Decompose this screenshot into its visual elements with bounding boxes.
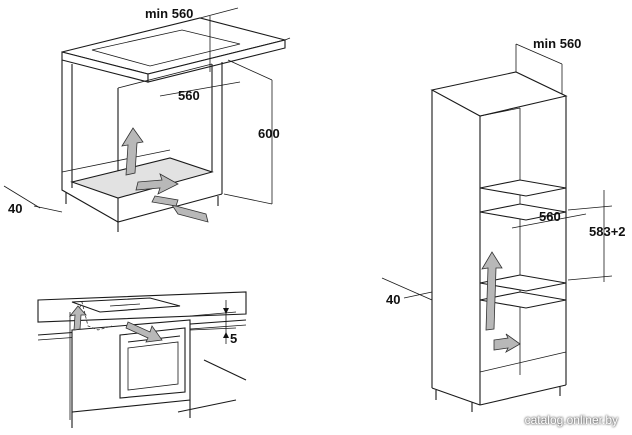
dim3-height-label: 583+2 bbox=[589, 224, 626, 239]
column-top bbox=[430, 71, 568, 117]
dim1-depth-label: 560 bbox=[178, 88, 200, 103]
cabinet-floor bbox=[70, 157, 214, 199]
oven-window bbox=[127, 341, 179, 391]
hob-outline bbox=[91, 29, 241, 67]
tall-column-cabinet-diagram: min 560 560 583+2 40 bbox=[381, 36, 626, 412]
dim2-gap-label: 5 bbox=[230, 331, 237, 346]
airflow-up-arrow bbox=[121, 127, 144, 176]
undercounter-cabinet-diagram: min 560 560 600 40 bbox=[3, 6, 291, 232]
dim3-front-label: 40 bbox=[386, 292, 400, 307]
dim1-height-label: 600 bbox=[258, 126, 280, 141]
airflow-arrow bbox=[125, 321, 163, 343]
dim1-width-label: min 560 bbox=[145, 6, 193, 21]
shelf-lower bbox=[479, 274, 567, 292]
shelf-mid bbox=[479, 203, 567, 221]
watermark: catalog.onliner.by bbox=[524, 413, 618, 427]
airflow-in-arrow bbox=[135, 173, 179, 195]
shelf-upper bbox=[479, 179, 567, 197]
airflow-floor-arrow bbox=[171, 204, 209, 223]
oven-under-hob-diagram: 5 bbox=[37, 291, 247, 428]
airflow-in-arrow-column bbox=[493, 333, 521, 354]
cabinet-left-side bbox=[61, 60, 119, 223]
dim3-width-label: min 560 bbox=[533, 36, 581, 51]
dim3-depth-label: 560 bbox=[539, 209, 561, 224]
dim1-front-label: 40 bbox=[8, 201, 22, 216]
airflow-up-arrow-column bbox=[481, 251, 503, 331]
oven-door bbox=[119, 327, 186, 399]
